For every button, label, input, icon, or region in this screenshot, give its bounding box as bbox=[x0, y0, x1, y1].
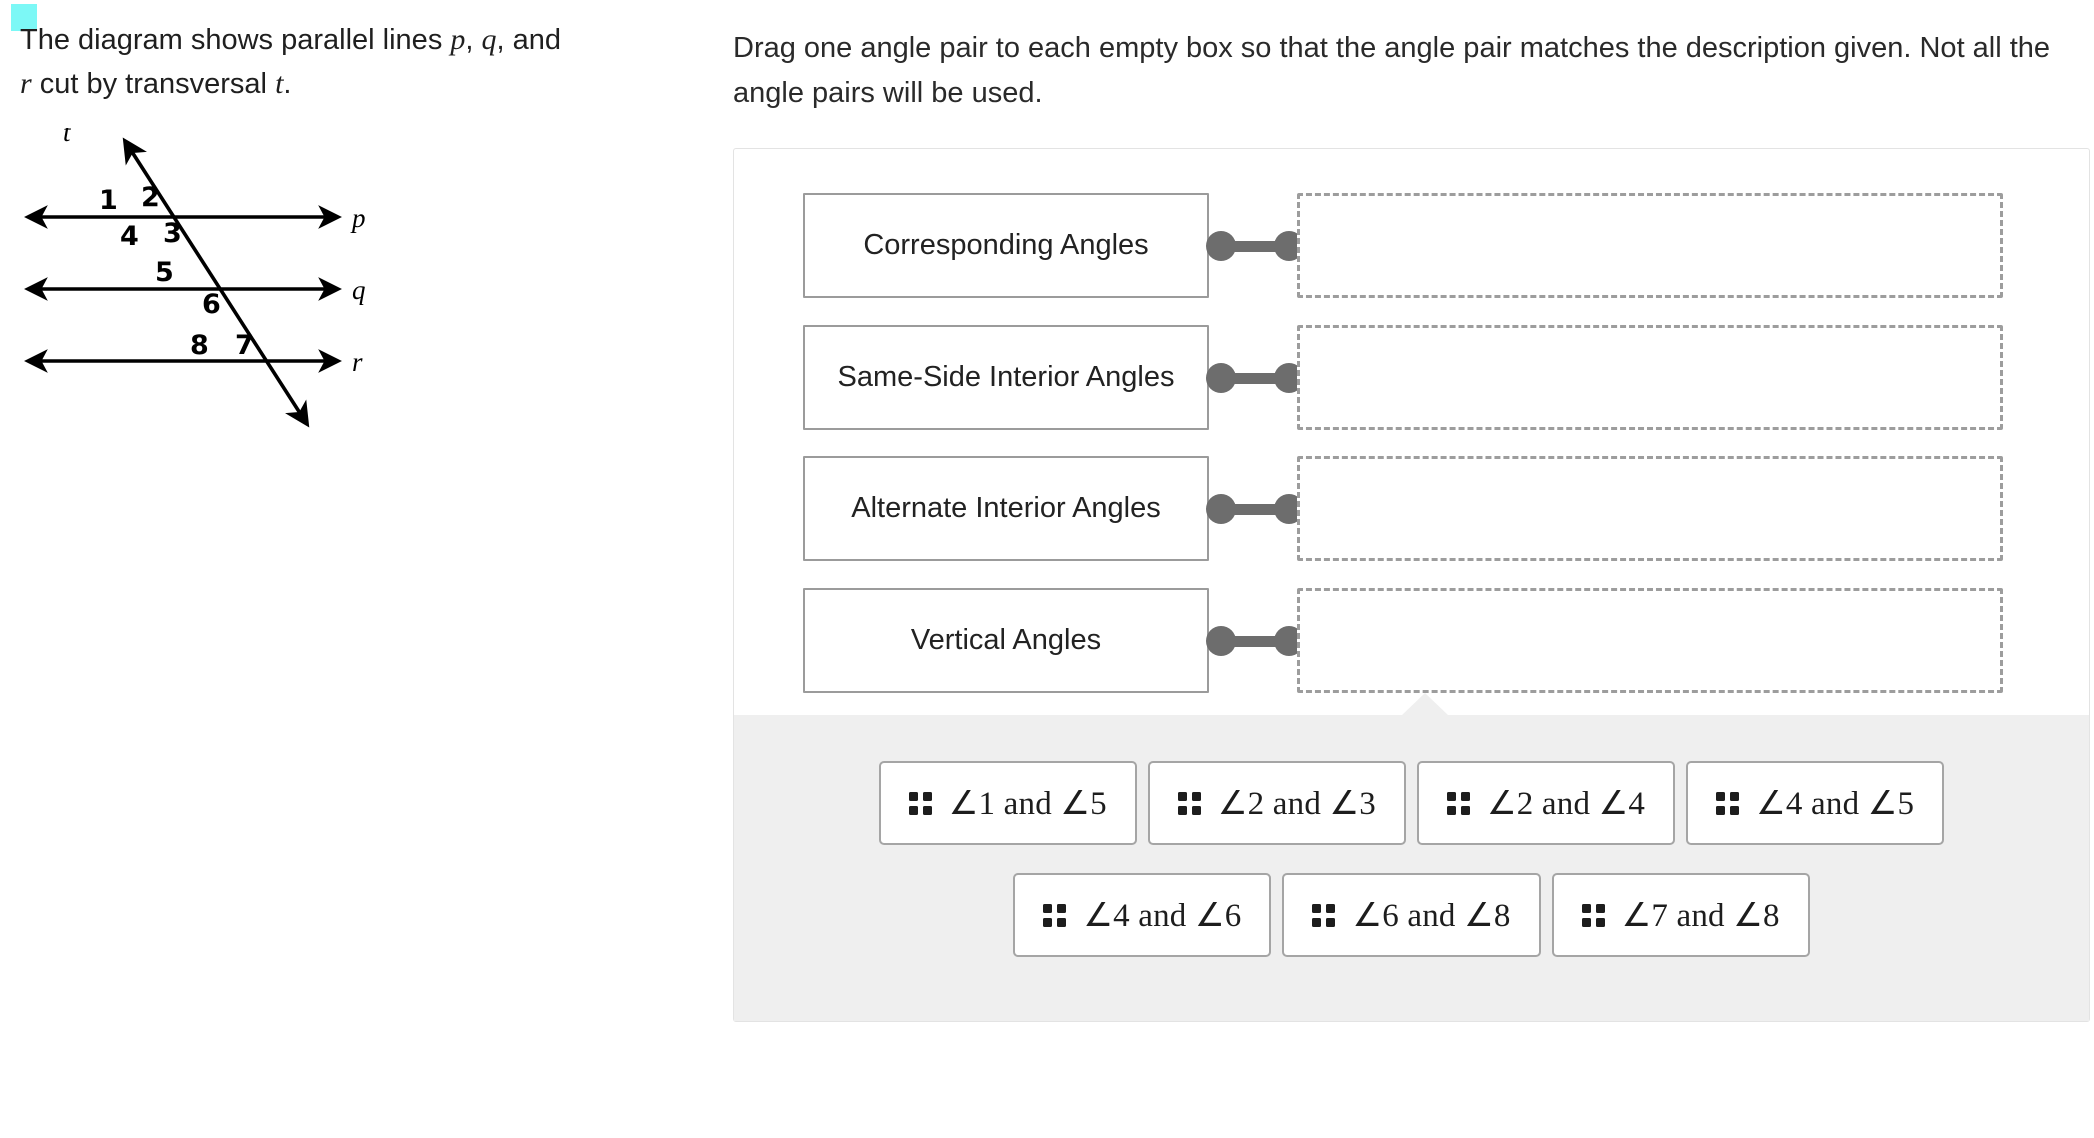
drop-zone-vertical-angles[interactable] bbox=[1297, 588, 2003, 693]
angle-number-2: 2 bbox=[141, 182, 160, 213]
category-label-vertical-angles: Vertical Angles bbox=[803, 588, 1209, 693]
transversal-line-t bbox=[122, 137, 310, 428]
line-variable-p: p bbox=[450, 23, 466, 56]
angle-pair-chip-7-and-8[interactable]: ∠7 and ∠8 bbox=[1551, 873, 1810, 957]
connector-dumbbell-icon bbox=[1206, 626, 1304, 656]
label-line-p: p bbox=[350, 203, 366, 233]
match-row: Same-Side Interior Angles bbox=[734, 325, 2089, 430]
connector-bar bbox=[1218, 504, 1292, 515]
connector-dumbbell-icon bbox=[1206, 494, 1304, 524]
match-row: Alternate Interior Angles bbox=[734, 456, 2089, 561]
angle-number-8: 8 bbox=[190, 330, 209, 361]
connector-bar bbox=[1218, 241, 1292, 252]
connector-dumbbell-icon bbox=[1206, 363, 1304, 393]
category-label-corresponding-angles: Corresponding Angles bbox=[803, 193, 1209, 298]
diagram-svg: p q r t 1 2 3 4 5 6 7 8 bbox=[24, 128, 366, 428]
description-text-part-2: cut by transversal bbox=[31, 68, 276, 100]
transversal-variable-t: t bbox=[275, 67, 284, 100]
drag-handle-icon[interactable] bbox=[1581, 903, 1605, 927]
category-label-same-side-interior-angles: Same-Side Interior Angles bbox=[803, 325, 1209, 430]
selection-marker bbox=[11, 4, 37, 31]
description-text-and: , and bbox=[496, 24, 562, 56]
angle-number-5: 5 bbox=[155, 257, 174, 288]
line-variable-q: q bbox=[481, 23, 497, 56]
angle-number-1: 1 bbox=[99, 185, 118, 216]
angle-pair-chip-4-and-5[interactable]: ∠4 and ∠5 bbox=[1686, 761, 1945, 845]
angle-pair-chip-label: ∠6 and ∠8 bbox=[1352, 898, 1511, 934]
left-panel: The diagram shows parallel lines p, q, a… bbox=[0, 0, 700, 1138]
drop-zone-alternate-interior-angles[interactable] bbox=[1297, 456, 2003, 561]
angle-pair-chip-label: ∠2 and ∠3 bbox=[1217, 786, 1376, 822]
angle-pair-chip-label: ∠2 and ∠4 bbox=[1487, 786, 1646, 822]
angle-pair-chip-1-and-5[interactable]: ∠1 and ∠5 bbox=[878, 761, 1137, 845]
drag-handle-icon[interactable] bbox=[1447, 791, 1470, 815]
tray-chip-row-1: ∠1 and ∠5 ∠2 and ∠3 ∠2 and ∠4 ∠4 and ∠5 bbox=[734, 761, 2089, 845]
angle-number-6: 6 bbox=[202, 289, 221, 320]
tray-chip-row-2: ∠4 and ∠6 ∠6 and ∠8 ∠7 and ∠8 bbox=[734, 873, 2089, 957]
match-rows-area: Corresponding Angles Same-Side Interior … bbox=[734, 149, 2089, 715]
line-variable-r: r bbox=[20, 67, 32, 100]
tray-notch-triangle bbox=[1401, 693, 1449, 716]
match-row: Vertical Angles bbox=[734, 588, 2089, 693]
label-line-q: q bbox=[352, 275, 366, 305]
angle-pair-chip-2-and-4[interactable]: ∠2 and ∠4 bbox=[1417, 761, 1676, 845]
drag-handle-icon[interactable] bbox=[1043, 903, 1067, 927]
angle-pair-chip-label: ∠4 and ∠6 bbox=[1083, 898, 1242, 934]
connector-bar bbox=[1218, 636, 1292, 647]
angle-pair-chip-4-and-6[interactable]: ∠4 and ∠6 bbox=[1013, 873, 1272, 957]
task-instructions: Drag one angle pair to each empty box so… bbox=[733, 32, 2051, 109]
drag-handle-icon[interactable] bbox=[1716, 791, 1740, 815]
matching-activity-card: Corresponding Angles Same-Side Interior … bbox=[733, 148, 2090, 1022]
match-row: Corresponding Angles bbox=[734, 193, 2089, 298]
connector-bar bbox=[1218, 373, 1292, 384]
angle-pair-chip-label: ∠1 and ∠5 bbox=[948, 786, 1107, 822]
description-comma-1: , bbox=[465, 24, 482, 56]
angle-pair-chip-label: ∠4 and ∠5 bbox=[1756, 786, 1915, 822]
drag-handle-icon[interactable] bbox=[908, 791, 932, 815]
connector-dumbbell-icon bbox=[1206, 231, 1304, 261]
drop-zone-corresponding-angles[interactable] bbox=[1297, 193, 2003, 298]
diagram-description: The diagram shows parallel lines p, q, a… bbox=[20, 18, 680, 106]
angle-number-4: 4 bbox=[120, 221, 139, 252]
right-panel: Drag one angle pair to each empty box so… bbox=[733, 0, 2094, 1138]
description-text-part-1: The diagram shows parallel lines bbox=[20, 24, 451, 56]
angle-pair-chip-6-and-8[interactable]: ∠6 and ∠8 bbox=[1282, 873, 1541, 957]
label-transversal-t: t bbox=[63, 128, 72, 147]
angle-number-3: 3 bbox=[163, 218, 182, 249]
label-line-r: r bbox=[352, 347, 363, 377]
description-period: . bbox=[283, 68, 292, 100]
angle-pair-chip-label: ∠7 and ∠8 bbox=[1621, 898, 1780, 934]
drag-handle-icon[interactable] bbox=[1177, 791, 1201, 815]
drop-zone-same-side-interior-angles[interactable] bbox=[1297, 325, 2003, 430]
category-label-alternate-interior-angles: Alternate Interior Angles bbox=[803, 456, 1209, 561]
parallel-lines-diagram: p q r t 1 2 3 4 5 6 7 8 bbox=[0, 128, 560, 608]
drag-handle-icon[interactable] bbox=[1312, 903, 1336, 927]
angle-number-7: 7 bbox=[235, 330, 254, 361]
angle-pair-tray: ∠1 and ∠5 ∠2 and ∠3 ∠2 and ∠4 ∠4 and ∠5 bbox=[734, 693, 2089, 1021]
angle-pair-chip-2-and-3[interactable]: ∠2 and ∠3 bbox=[1147, 761, 1406, 845]
